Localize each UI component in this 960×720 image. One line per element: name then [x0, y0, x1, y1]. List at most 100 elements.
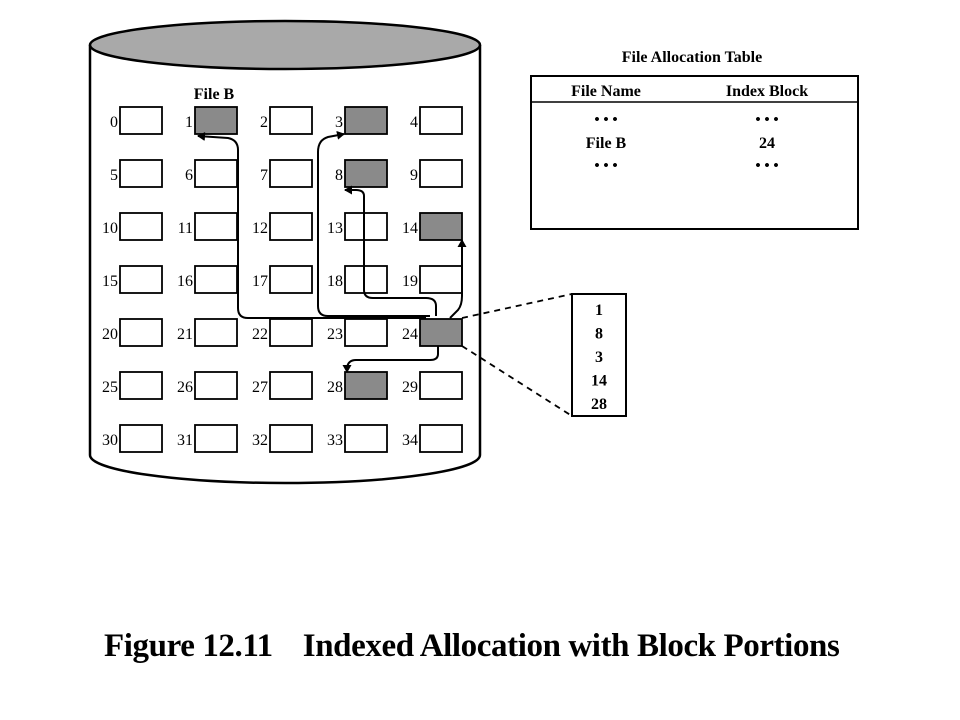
arrow-to-block-28: [342, 346, 439, 373]
disk-cylinder: [88, 19, 482, 485]
index-pointer-14: 14: [591, 373, 607, 390]
index-pointer-8: 8: [595, 326, 603, 343]
free-block: [119, 424, 163, 453]
disk-block-number: 22: [252, 326, 268, 343]
disk-block-1: 1: [185, 106, 238, 135]
free-block: [269, 265, 313, 294]
index-pointer-3: 3: [595, 349, 603, 366]
disk-block-number: 17: [252, 273, 268, 290]
free-block: [419, 371, 463, 400]
free-block: [119, 106, 163, 135]
disk-block-number: 26: [177, 379, 193, 396]
fat-title: File Allocation Table: [622, 49, 762, 66]
disk-block-number: 23: [327, 326, 343, 343]
free-block: [344, 318, 388, 347]
disk-block-12: 12: [252, 212, 313, 241]
disk-block-number: 25: [102, 379, 118, 396]
disk-block-21: 21: [177, 318, 238, 347]
disk-block-13: 13: [327, 212, 388, 241]
arrow-to-block-8: [344, 185, 437, 316]
figure-caption: Figure 12.11 Indexed Allocation with Bloc…: [104, 628, 840, 665]
free-block: [419, 106, 463, 135]
fat-header-file-name: File Name: [571, 83, 641, 100]
allocated-block: [344, 106, 388, 135]
disk-block-14: 14: [402, 212, 463, 241]
disk-block-number: 7: [260, 167, 268, 184]
fat-row-1-index: 24: [759, 135, 775, 152]
disk-block-number: 12: [252, 220, 268, 237]
free-block: [269, 212, 313, 241]
allocated-block: [344, 159, 388, 188]
disk-block-3: 3: [335, 106, 388, 135]
free-block: [344, 424, 388, 453]
disk-block-number: 15: [102, 273, 118, 290]
disk-block-32: 32: [252, 424, 313, 453]
disk-block-number: 3: [335, 114, 343, 131]
disk-block-33: 33: [327, 424, 388, 453]
fat-row-0-name: • • •: [594, 112, 617, 128]
disk-block-4: 4: [410, 106, 463, 135]
disk-block-17: 17: [252, 265, 313, 294]
disk-block-number: 30: [102, 432, 118, 449]
fat-row-0-index: • • •: [755, 112, 778, 128]
disk-block-0: 0: [110, 106, 163, 135]
disk-block-number: 20: [102, 326, 118, 343]
disk-block-6: 6: [185, 159, 238, 188]
disk-block-number: 14: [402, 220, 418, 237]
free-block: [269, 106, 313, 135]
disk-block-number: 10: [102, 220, 118, 237]
disk-block-number: 0: [110, 114, 118, 131]
disk-block-18: 18: [327, 265, 388, 294]
disk-block-20: 20: [102, 318, 163, 347]
disk-block-5: 5: [110, 159, 163, 188]
free-block: [194, 318, 238, 347]
fat-row-2-name: • • •: [594, 158, 617, 174]
disk-block-number: 16: [177, 273, 193, 290]
free-block: [119, 318, 163, 347]
free-block: [194, 159, 238, 188]
free-block: [419, 265, 463, 294]
disk-block-number: 6: [185, 167, 193, 184]
disk-block-9: 9: [410, 159, 463, 188]
disk-block-number: 29: [402, 379, 418, 396]
disk-block-34: 34: [402, 424, 463, 453]
free-block: [269, 159, 313, 188]
fat-row-1-name: File B: [586, 135, 627, 152]
disk-block-number: 33: [327, 432, 343, 449]
disk-block-number: 32: [252, 432, 268, 449]
index-pointer-1: 1: [595, 302, 603, 319]
figure-caption-text: Indexed Allocation with Block Portions: [302, 628, 840, 664]
disk-block-31: 31: [177, 424, 238, 453]
disk-block-number: 2: [260, 114, 268, 131]
file-allocation-table: File Allocation Table File Name Index Bl…: [530, 49, 859, 230]
arrow-to-block-1: [197, 131, 426, 319]
free-block: [119, 212, 163, 241]
fat-header-index-block: Index Block: [726, 83, 808, 100]
disk-block-number: 27: [252, 379, 268, 396]
free-block: [269, 318, 313, 347]
arrow-to-block-14: [449, 239, 467, 319]
free-block: [119, 371, 163, 400]
index-list-box: [571, 293, 627, 417]
disk-block-27: 27: [252, 371, 313, 400]
disk-block-26: 26: [177, 371, 238, 400]
disk-block-number: 11: [178, 220, 193, 237]
disk-block-25: 25: [102, 371, 163, 400]
disk-block-8: 8: [335, 159, 388, 188]
free-block: [194, 212, 238, 241]
free-block: [344, 265, 388, 294]
disk-block-30: 30: [102, 424, 163, 453]
pointer-arrows: [197, 130, 467, 373]
figure-number: Figure 12.11: [104, 628, 273, 664]
index-expansion-lines: [461, 293, 573, 417]
free-block: [194, 265, 238, 294]
disk-block-10: 10: [102, 212, 163, 241]
disk-block-7: 7: [260, 159, 313, 188]
disk-block-29: 29: [402, 371, 463, 400]
disk-block-11: 11: [178, 212, 238, 241]
disk-block-28: 28: [327, 371, 388, 400]
index-pointer-28: 28: [591, 396, 607, 413]
disk-block-number: 28: [327, 379, 343, 396]
free-block: [194, 424, 238, 453]
disk-block-number: 5: [110, 167, 118, 184]
